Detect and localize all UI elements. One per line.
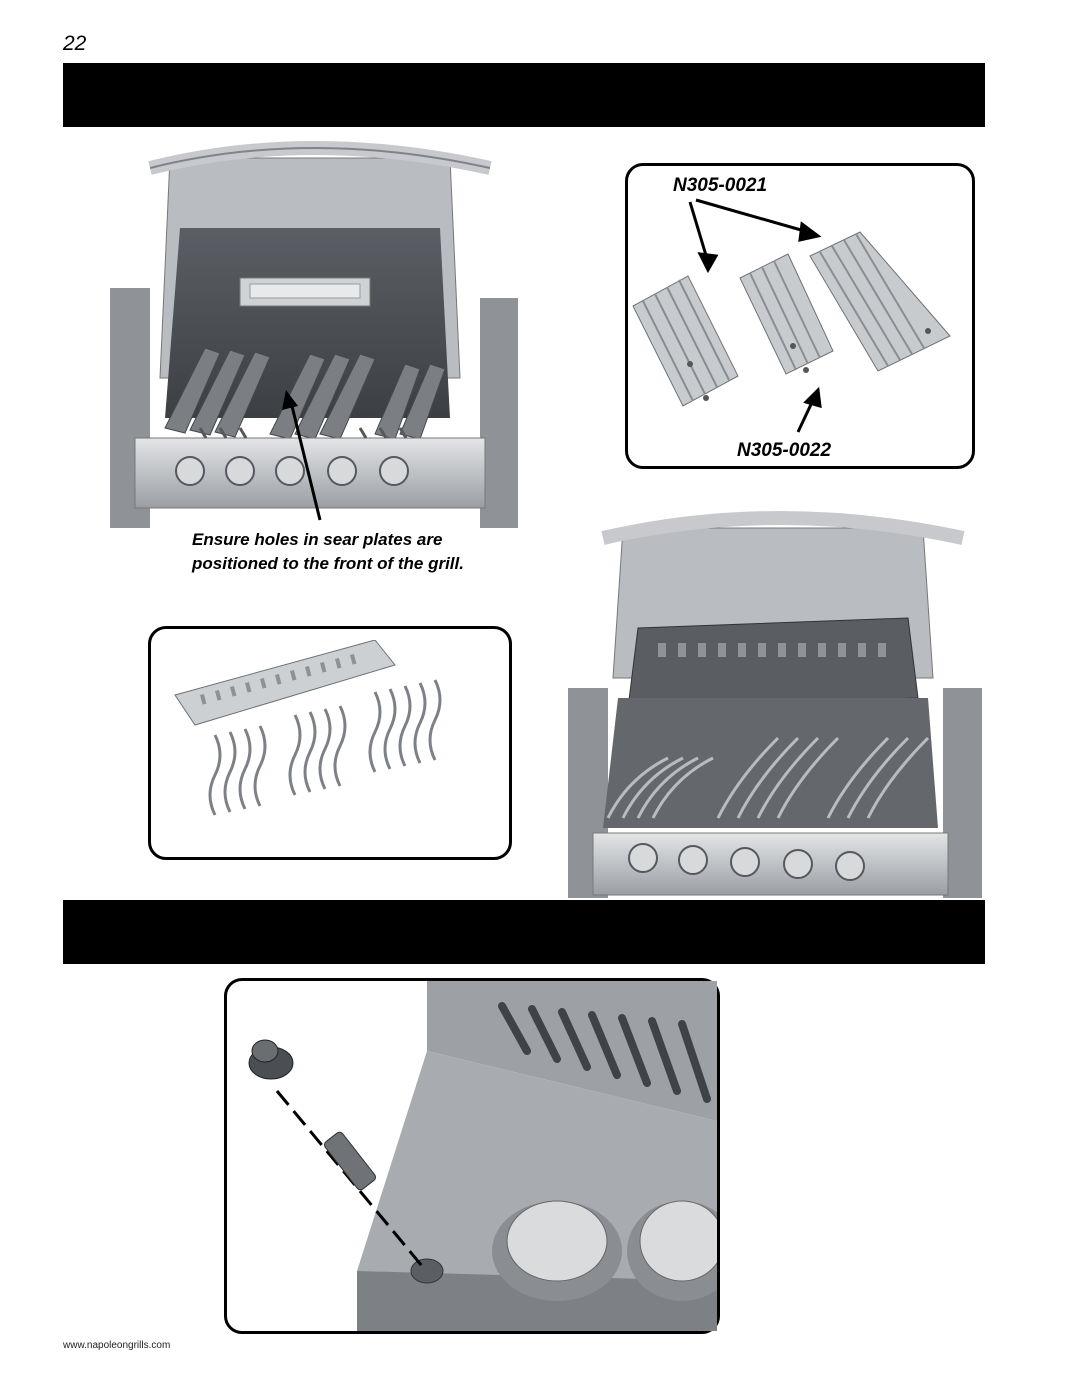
footer-website: www.napoleongrills.com bbox=[63, 1340, 171, 1351]
section-header-bar-bottom bbox=[63, 900, 985, 964]
callout-arrow bbox=[288, 397, 322, 521]
part-number-n305-0022: N305-0022 bbox=[737, 440, 832, 461]
grill-open-with-grids-illustration bbox=[568, 511, 982, 898]
sear-plate-callout: Ensure holes in sear plates are position… bbox=[192, 530, 464, 573]
section-header-bar-top bbox=[63, 63, 985, 127]
page-number: 22 bbox=[63, 32, 87, 55]
part-number-n305-0021: N305-0021 bbox=[673, 175, 768, 196]
sear-plates-icon bbox=[632, 198, 951, 433]
cooking-grids-icon bbox=[174, 640, 442, 816]
grill-open-sear-plates-illustration bbox=[110, 141, 518, 528]
igniter-button-assembly-illustration bbox=[248, 981, 717, 1331]
